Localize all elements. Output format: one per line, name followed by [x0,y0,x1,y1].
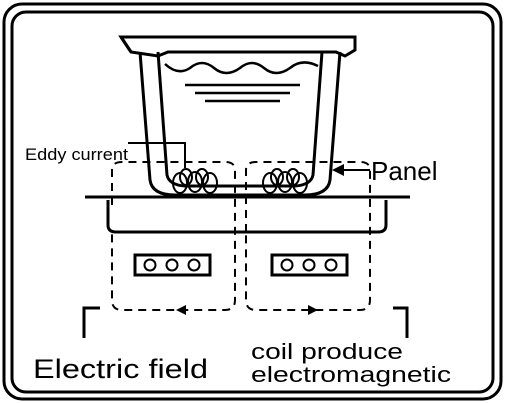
field-loop-left [111,161,236,311]
field-arrow-right [308,305,318,315]
panel-label: Panel [371,156,438,186]
field-arrow-left [176,305,186,315]
panel-arrowhead [332,164,344,176]
field-loop-right [245,161,371,311]
electric-field-label: Electric field [33,354,208,384]
eddy-current-leader [128,142,186,168]
coil-bracket [393,306,409,338]
pot [118,35,357,197]
eddy-current-label: Eddy current [25,145,128,164]
electric-field-bracket [82,306,100,338]
inner-frame [10,10,495,394]
coil-right [270,253,349,277]
water-lines [185,83,300,103]
coil-label-line2: electromagnetic [251,362,451,387]
coil-label-line1: coil produce [251,339,403,364]
eddy-loops-left [172,168,218,194]
eddy-loops-right [262,168,308,194]
water-surface [164,61,319,75]
coil-left [133,253,212,277]
